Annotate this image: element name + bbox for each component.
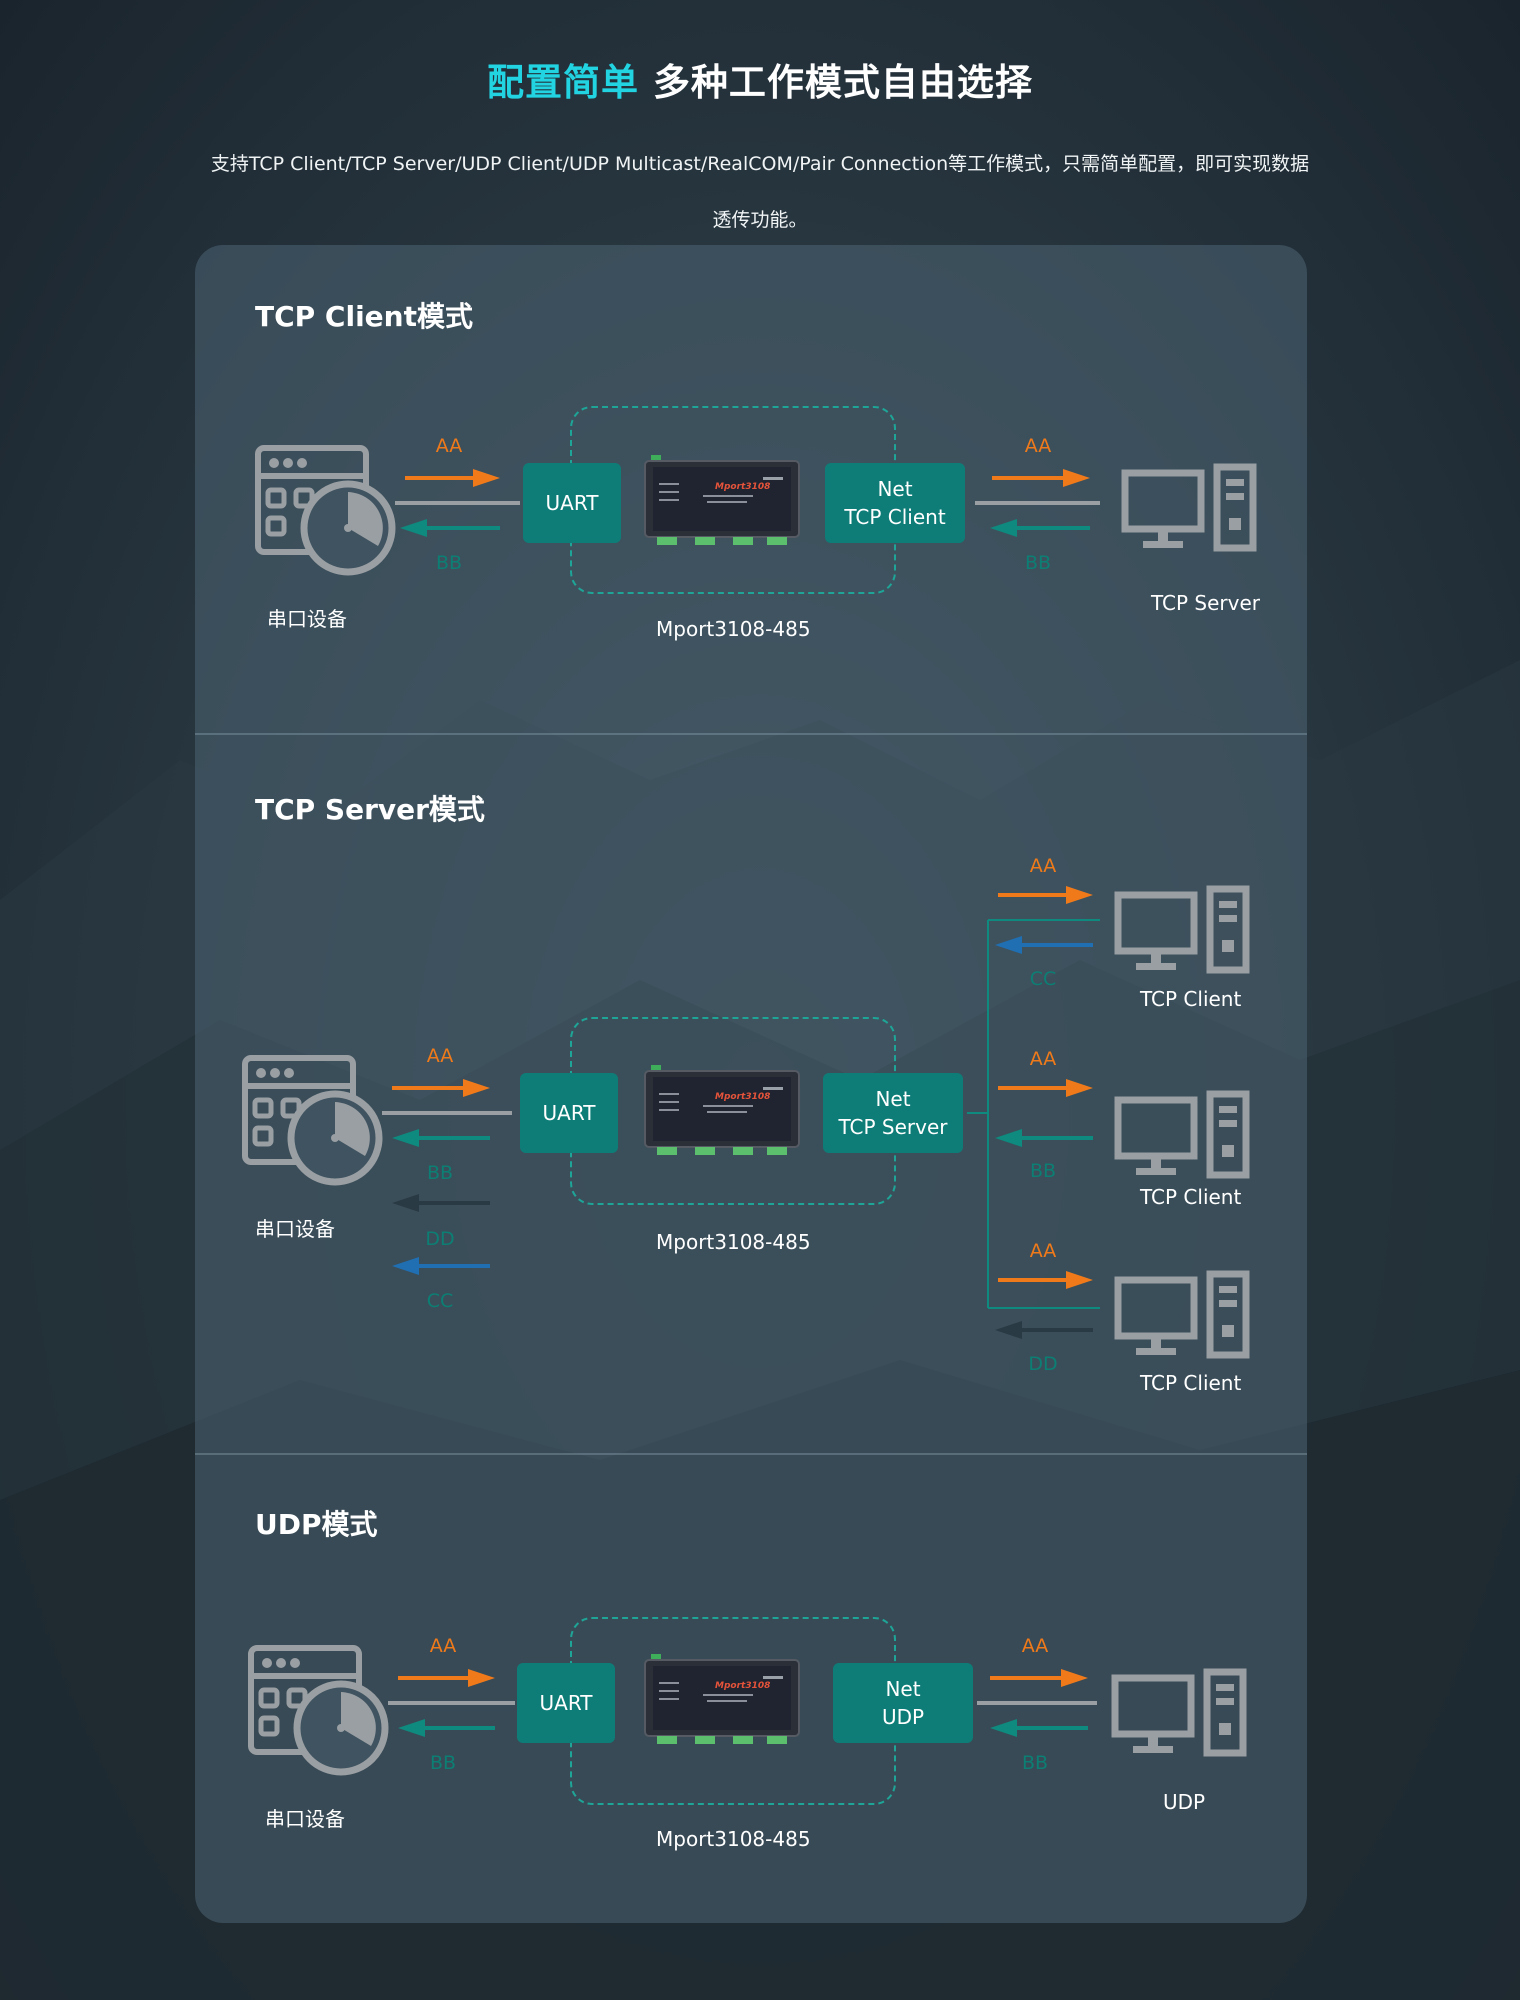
arrow-label-aa: AA: [1024, 435, 1052, 457]
header: 配置简单 多种工作模式自由选择 支持TCP Client/TCP Server/…: [0, 52, 1520, 248]
arrow-label-aa: AA: [435, 435, 463, 457]
arrow-label-aa: AA: [1029, 1048, 1057, 1070]
svg-text:Mport3108: Mport3108: [715, 1092, 770, 1102]
arrow-label-bb: BB: [1024, 552, 1052, 574]
arrow-label-dd: DD: [1028, 1353, 1058, 1375]
client-label: TCP Client: [1140, 1185, 1242, 1209]
net-label: Net: [885, 1677, 921, 1701]
modes-card: TCP Client模式: [195, 245, 1307, 1923]
uart-label: UART: [539, 1691, 593, 1715]
arrow-label-cc: CC: [1029, 968, 1057, 990]
uart-label: UART: [545, 491, 599, 515]
arrow-label-aa: AA: [1029, 1240, 1057, 1262]
tcp-client-diagram: [255, 445, 1257, 576]
net-box: Net TCP Server: [823, 1073, 963, 1153]
uart-box: UART: [523, 463, 621, 543]
section-title-tcp-client: TCP Client模式: [255, 300, 473, 333]
section-title-udp: UDP模式: [255, 1508, 378, 1541]
net-label: Net: [877, 477, 913, 501]
section-divider: [195, 733, 1307, 735]
uart-label: UART: [542, 1101, 596, 1125]
device-image: Mport3108: [644, 1654, 800, 1744]
serial-device-label: 串口设备: [265, 1807, 345, 1831]
arrow-label-bb: BB: [429, 1752, 457, 1774]
arrow-label-dd: DD: [425, 1228, 455, 1250]
net-mode-label: TCP Server: [838, 1115, 948, 1139]
svg-text:Mport3108: Mport3108: [715, 1681, 770, 1691]
net-box: Net TCP Client: [825, 463, 965, 543]
device-image: Mport3108: [644, 1065, 800, 1155]
svg-text:Mport3108: Mport3108: [715, 482, 770, 492]
computer-icon: [1111, 1668, 1247, 1757]
serial-device-label: 串口设备: [267, 607, 347, 631]
section-title-tcp-server: TCP Server模式: [255, 793, 485, 826]
device-model-label: Mport3108-485: [656, 617, 811, 641]
udp-diagram: [248, 1645, 1247, 1776]
serial-device-icon: [255, 445, 396, 576]
section-divider: [195, 1453, 1307, 1455]
client-label: TCP Client: [1140, 987, 1242, 1011]
title-rest: 多种工作模式自由选择: [652, 61, 1033, 104]
arrow-label-aa: AA: [426, 1045, 454, 1067]
remote-label: TCP Server: [1151, 591, 1261, 615]
arrow-label-aa: AA: [1021, 1635, 1049, 1657]
title-highlight: 配置简单: [487, 61, 640, 104]
uart-box: UART: [517, 1663, 615, 1743]
serial-device-icon: [242, 1055, 383, 1186]
tcp-server-diagram: [242, 885, 1250, 1359]
device-model-label: Mport3108-485: [656, 1230, 811, 1254]
arrow-label-bb: BB: [1029, 1160, 1057, 1182]
device-image: Mport3108: [644, 455, 800, 545]
remote-label: UDP: [1163, 1790, 1206, 1814]
serial-device-icon: [248, 1645, 389, 1776]
arrow-label-bb: BB: [435, 552, 463, 574]
uart-box: UART: [520, 1073, 618, 1153]
net-label: Net: [875, 1087, 911, 1111]
computer-icon: [1114, 1090, 1250, 1179]
arrow-label-bb: BB: [1021, 1752, 1049, 1774]
arrow-label-cc: CC: [426, 1290, 454, 1312]
computer-icon: [1114, 885, 1250, 974]
serial-device-label: 串口设备: [255, 1217, 335, 1241]
arrow-label-aa: AA: [429, 1635, 457, 1657]
device-model-label: Mport3108-485: [656, 1827, 811, 1851]
computer-icon: [1121, 463, 1257, 552]
page-subtitle: 支持TCP Client/TCP Server/UDP Client/UDP M…: [210, 153, 1310, 231]
computer-icon: [1114, 1270, 1250, 1359]
client-label: TCP Client: [1140, 1371, 1242, 1395]
arrow-label-aa: AA: [1029, 855, 1057, 877]
arrow-label-bb: BB: [426, 1162, 454, 1184]
net-mode-label: TCP Client: [844, 505, 946, 529]
net-mode-label: UDP: [881, 1705, 925, 1729]
page-title: 配置简单 多种工作模式自由选择: [0, 52, 1520, 106]
net-box: Net UDP: [833, 1663, 973, 1743]
